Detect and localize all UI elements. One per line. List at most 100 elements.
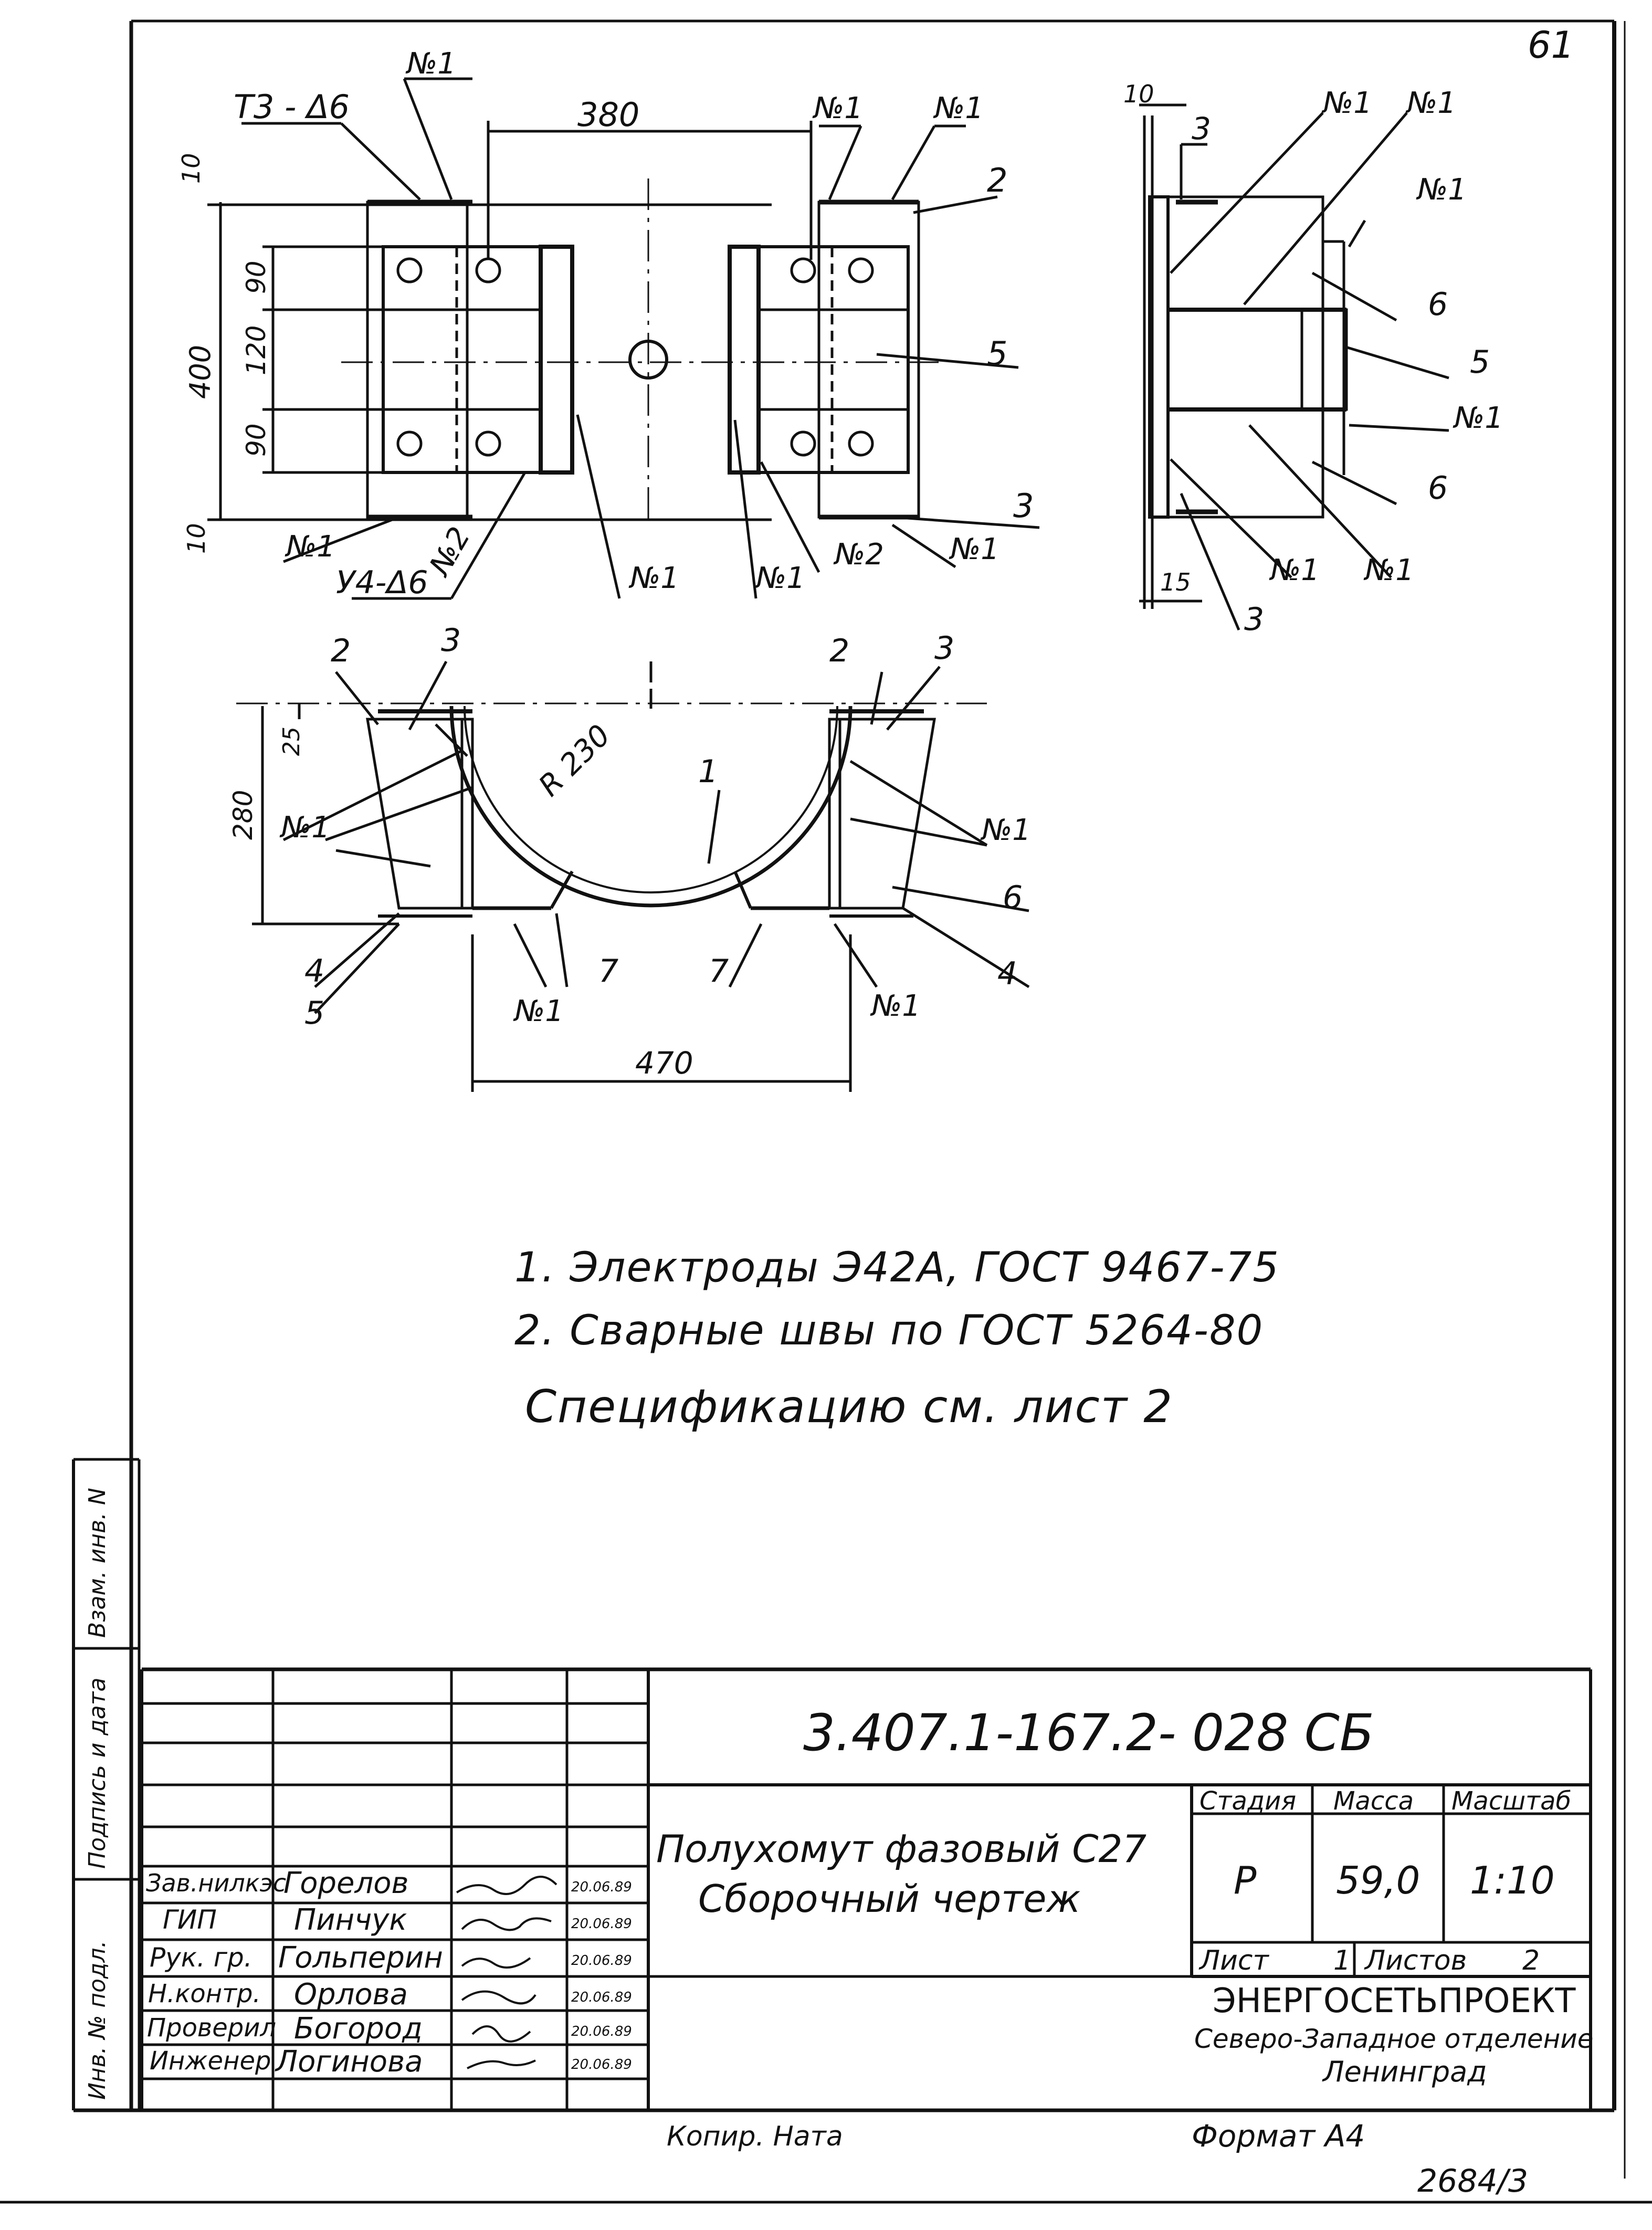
org-city: Ленинград bbox=[1323, 2055, 1487, 2088]
sheet-corner-number: 61 bbox=[1528, 24, 1574, 67]
weld-n1-r5: №1 bbox=[1269, 553, 1320, 587]
signer-name: Логинова bbox=[276, 2045, 423, 2079]
scale-header: Масштаб bbox=[1451, 1786, 1572, 1816]
dim-25: 25 bbox=[278, 727, 305, 756]
scale-value: 1:10 bbox=[1470, 1858, 1555, 1902]
signer-date: 20.06.89 bbox=[571, 1879, 632, 1895]
weld-n1-r2: №1 bbox=[1405, 86, 1456, 120]
signer-name: Богород bbox=[294, 2012, 423, 2046]
dim-10b: 10 bbox=[182, 523, 211, 554]
ref-2-section-left: 2 bbox=[331, 633, 351, 669]
weld-n1-b: №1 bbox=[812, 91, 863, 125]
dim-380: 380 bbox=[577, 96, 639, 134]
weld-n1-r3: №1 bbox=[1416, 173, 1467, 207]
signer-name: Горелов bbox=[283, 1866, 409, 1900]
weld-n1-e: №1 bbox=[628, 561, 679, 595]
weld-n1-d: №1 bbox=[285, 530, 335, 564]
title-line-1: Полухомут фазовый С27 bbox=[656, 1827, 1147, 1871]
mass-header: Масса bbox=[1333, 1786, 1414, 1816]
weld-n1-r4: №1 bbox=[1453, 401, 1503, 435]
ref-5-top: 5 bbox=[987, 334, 1007, 373]
sheet-label: Лист bbox=[1199, 1945, 1269, 1976]
stage-header: Стадия bbox=[1199, 1786, 1297, 1816]
weld-n1-a: №1 bbox=[405, 47, 456, 81]
ref-7-section-left: 7 bbox=[598, 953, 618, 990]
signer-date: 20.06.89 bbox=[571, 1916, 632, 1932]
signer-role: Рук. гр. bbox=[150, 1942, 252, 1973]
mass-value: 59,0 bbox=[1336, 1858, 1420, 1902]
weld-n1-s4: №1 bbox=[870, 989, 921, 1023]
ref-3-section-right: 3 bbox=[934, 630, 954, 667]
format-label: Формат А4 bbox=[1192, 2118, 1365, 2154]
weld-label-t3: Т3 - Δ6 bbox=[234, 88, 350, 126]
weld-n1-f: №1 bbox=[754, 561, 805, 595]
signature-2 bbox=[461, 1917, 552, 1931]
ref-6-section: 6 bbox=[1003, 879, 1023, 916]
signature-3 bbox=[461, 1957, 531, 1969]
dim-10-right: 10 bbox=[1123, 80, 1154, 108]
note-line-1: 1. Электроды Э42А, ГОСТ 9467-75 bbox=[514, 1244, 1280, 1291]
stage-value: Р bbox=[1234, 1858, 1257, 1902]
ref-6-right-a: 6 bbox=[1428, 286, 1448, 323]
weld-label-u4: У4-Δ6 bbox=[336, 564, 428, 601]
signature-5 bbox=[471, 2025, 531, 2043]
ref-3-right-a: 3 bbox=[1192, 111, 1211, 146]
ref-7-section-right: 7 bbox=[709, 953, 729, 990]
doc-code: 3.407.1-167.2- 028 СБ bbox=[803, 1703, 1374, 1762]
dim-10a: 10 bbox=[177, 153, 205, 184]
ref-1-section: 1 bbox=[698, 753, 718, 790]
ref-2-top: 2 bbox=[987, 161, 1007, 199]
signer-role: ГИП bbox=[163, 1905, 217, 1935]
ref-4-section-left: 4 bbox=[304, 953, 324, 990]
signer-date: 20.06.89 bbox=[571, 1953, 632, 1969]
weld-n1-s3: №1 bbox=[513, 994, 564, 1028]
dim-470: 470 bbox=[635, 1045, 693, 1081]
sheet-number: 1 bbox=[1333, 1945, 1351, 1976]
signer-date: 20.06.89 bbox=[571, 1990, 632, 2005]
dim-90a: 90 bbox=[241, 260, 271, 294]
title-line-2: Сборочный чертеж bbox=[698, 1877, 1081, 1921]
dim-280: 280 bbox=[228, 790, 258, 840]
sheets-total: 2 bbox=[1522, 1945, 1540, 1976]
signer-role: Зав.нилкэс bbox=[146, 1869, 287, 1897]
sheets-label: Листов bbox=[1365, 1945, 1467, 1976]
archive-number: 2684/3 bbox=[1417, 2163, 1529, 2200]
org-branch: Северо-Западное отделение bbox=[1194, 2024, 1594, 2054]
ref-5-right: 5 bbox=[1470, 344, 1490, 381]
weld-n1-r6: №1 bbox=[1363, 553, 1414, 587]
dim-15-right: 15 bbox=[1160, 568, 1191, 596]
weld-n1-r1: №1 bbox=[1321, 86, 1372, 120]
signature-1 bbox=[456, 1876, 557, 1895]
weld-n1-c: №1 bbox=[933, 91, 984, 125]
weld-n1-s1: №1 bbox=[279, 811, 330, 845]
note-line-3: Спецификацию см. лист 2 bbox=[525, 1381, 1173, 1433]
dim-400: 400 bbox=[184, 345, 217, 399]
ref-4-section-right: 4 bbox=[997, 955, 1017, 992]
note-line-2: 2. Сварные швы по ГОСТ 5264-80 bbox=[514, 1307, 1264, 1354]
signature-4 bbox=[461, 1990, 536, 2005]
ref-5-section: 5 bbox=[304, 995, 324, 1032]
signer-name: Гольперин bbox=[278, 1941, 443, 1975]
weld-n1-s2: №1 bbox=[980, 813, 1031, 847]
weld-n1-g: №1 bbox=[949, 532, 999, 566]
signature-6 bbox=[467, 2059, 536, 2069]
signer-name: Пинчук bbox=[294, 1903, 407, 1937]
ref-3-right-b: 3 bbox=[1244, 601, 1264, 638]
signer-role: Проверил bbox=[147, 2013, 277, 2043]
dim-90b: 90 bbox=[241, 423, 271, 457]
weld-n2-b: №2 bbox=[833, 538, 884, 572]
signer-role: Н.контр. bbox=[148, 1979, 261, 2008]
org-name: ЭНЕРГОСЕТЬПРОЕКТ bbox=[1213, 1982, 1576, 2021]
ref-6-right-b: 6 bbox=[1428, 470, 1448, 507]
ref-3-section-left: 3 bbox=[441, 622, 461, 659]
ref-2-section-right: 2 bbox=[829, 633, 849, 669]
ref-3-top: 3 bbox=[1013, 487, 1034, 525]
signer-date: 20.06.89 bbox=[571, 2024, 632, 2039]
signer-date: 20.06.89 bbox=[571, 2057, 632, 2073]
dim-120: 120 bbox=[241, 325, 271, 375]
signer-role: Инженер bbox=[150, 2046, 271, 2076]
copied-by: Копир. Ната bbox=[667, 2121, 843, 2152]
signer-name: Орлова bbox=[294, 1977, 408, 2012]
